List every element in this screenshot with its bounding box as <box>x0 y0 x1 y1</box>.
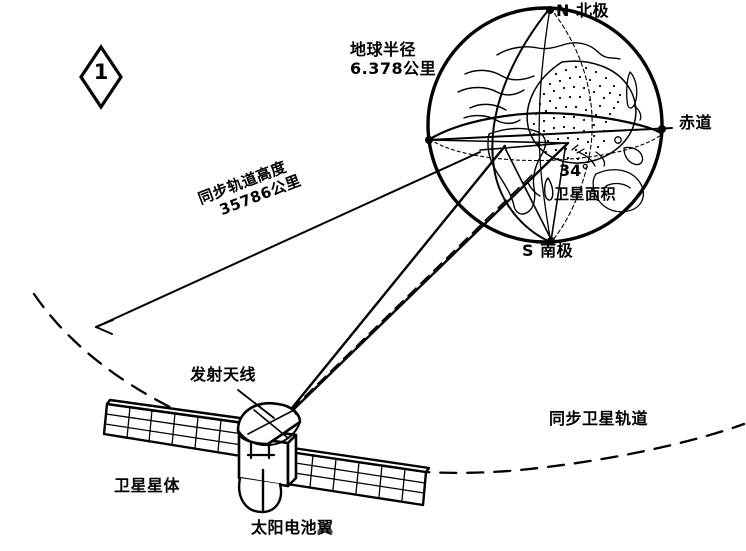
label-earth-radius-line2: 6.378公里 <box>350 58 437 78</box>
label-geostationary-satellite-orbit: 同步卫星轨道 <box>549 409 649 428</box>
orbit-altitude-leader <box>95 151 481 335</box>
label-north-pole: N 北极 <box>556 1 609 20</box>
label-south-pole: S 南极 <box>522 241 574 260</box>
label-earth-radius: 地球半径 6.378公里 <box>350 41 436 78</box>
antenna-leader-line <box>237 389 275 419</box>
label-satellite-coverage-area: 卫星面积 <box>554 185 617 203</box>
label-solar-panel-wing: 太阳电池翼 <box>251 518 334 537</box>
earth-globe <box>425 6 673 245</box>
figure-number: 1 <box>93 60 109 84</box>
label-coverage-angle: 34° <box>559 161 590 180</box>
label-earth-radius-line1: 地球半径 <box>350 40 417 59</box>
geostationary-orbit-arc <box>32 292 746 474</box>
label-equator: 赤道 <box>679 113 713 132</box>
label-transmit-antenna: 发射天线 <box>190 365 257 384</box>
coverage-beam-lines <box>290 141 570 412</box>
figure-marker-diamond <box>79 44 123 110</box>
label-satellite-body: 卫星星体 <box>114 476 181 495</box>
satellite-illustration <box>102 389 431 514</box>
